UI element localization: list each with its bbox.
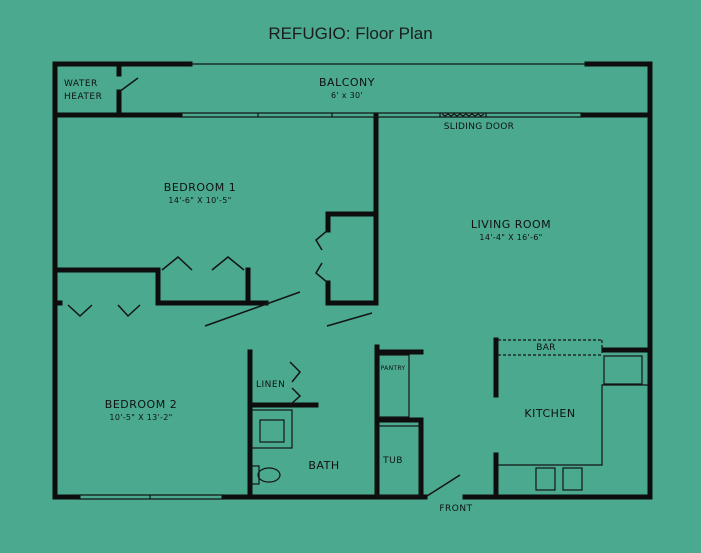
fridge [603,355,643,385]
label-linen: LINEN [256,380,286,390]
label-water: WATER [64,79,98,89]
tub-outline [375,425,421,497]
linen-door-bottom [289,387,302,406]
label-bedroom2: BEDROOM 2 [104,398,178,411]
label-sliding-door: SLIDING DOOR [443,122,515,132]
stove-burner-1 [535,467,556,491]
label-living-room: LIVING ROOM [470,218,552,231]
label-balcony: BALCONY [319,76,375,89]
fixtures [67,63,648,500]
water-heater-door [118,77,139,93]
closet2-door-left [67,304,93,318]
label-bedroom1: BEDROOM 1 [163,181,237,194]
label-tub: TUB [383,456,403,466]
closet2-door-right [117,304,141,318]
label-bedroom1-dims: 14'-6" X 10'-5" [168,196,232,205]
walls [52,61,653,500]
living-closet-door-bottom [315,262,329,284]
front-door [426,474,461,497]
label-bar: BAR [536,343,556,353]
label-pantry: PANTRY [380,365,406,372]
label-kitchen: KITCHEN [524,407,576,420]
closet1-door-left [161,256,193,271]
linen-door-top [289,361,302,383]
page-title: REFUGIO: Floor Plan [268,24,433,43]
pantry-shelf [378,354,410,418]
bedroom1-door [204,291,301,327]
label-heater: HEATER [64,92,103,102]
bath-vanity [251,409,293,449]
toilet-bowl [257,467,281,483]
label-living-room-dims: 14'-4" X 16'-6" [479,233,543,242]
closet1-door-right [211,256,245,271]
kitchen-counter [498,384,648,466]
label-bedroom2-dims: 10'-5" X 13'-2" [109,413,173,422]
bedroom2-door [326,312,373,327]
living-closet-door-top [315,229,329,251]
label-front: FRONT [439,504,473,514]
bath-sink [259,419,285,443]
label-bath: BATH [308,459,340,472]
toilet-tank [251,465,260,485]
stove-burner-2 [562,467,583,491]
sliding-door-track [441,113,485,117]
label-balcony-dims: 6' x 30' [331,91,363,100]
